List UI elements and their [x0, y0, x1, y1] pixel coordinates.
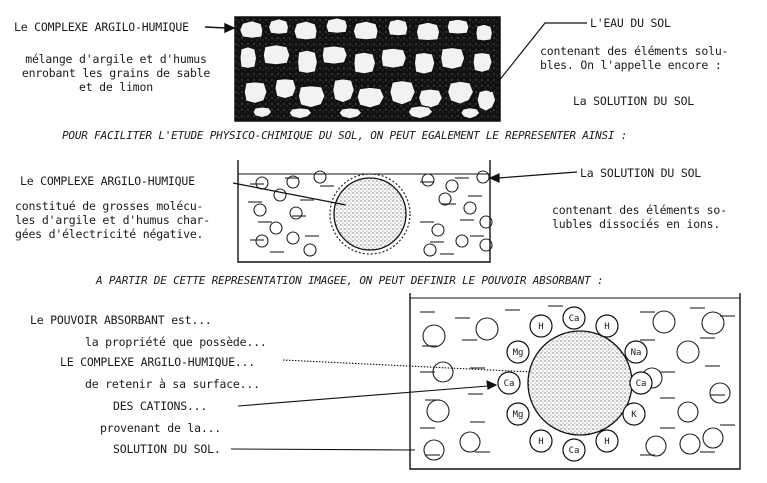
desc-solution-line1: contenant des éléments so- — [552, 203, 727, 217]
cation-mg: Mg — [506, 340, 530, 364]
svg-text:Mg: Mg — [513, 410, 524, 420]
cation-h: H — [595, 314, 619, 338]
svg-text:Na: Na — [631, 348, 642, 358]
soil-texture-image — [234, 16, 501, 122]
arrow-eau-to-soil — [489, 22, 587, 93]
arrow-solution-to-box — [488, 171, 578, 183]
def-line-2: la propriété que possède... — [85, 335, 267, 349]
svg-text:H: H — [538, 322, 543, 332]
arrow-complexe-to-circle — [232, 182, 347, 206]
def-line-7: SOLUTION DU SOL. — [113, 442, 221, 456]
desc-eau-line2: bles. On l'appelle encore : — [540, 58, 722, 72]
cation-ca: Ca — [497, 371, 521, 395]
def-line-1: Le POUVOIR ABSORBANT est... — [30, 313, 212, 327]
svg-text:Ca: Ca — [569, 446, 580, 456]
label-solution-du-sol-1: La SOLUTION DU SOL — [573, 94, 695, 108]
arrow-complexe-to-soil — [204, 22, 236, 34]
heading-pouvoir-absorbant: A PARTIR DE CETTE REPRESENTATION IMAGEE,… — [96, 274, 604, 287]
cation-na: Na — [624, 340, 648, 364]
cation-k: K — [622, 402, 646, 426]
cation-h: H — [529, 314, 553, 338]
svg-text:H: H — [604, 437, 609, 447]
svg-text:Ca: Ca — [569, 314, 580, 324]
cation-h: H — [595, 429, 619, 453]
desc-eau-line1: contenant des éléments solu- — [540, 44, 729, 58]
desc-complexe2-line1: constitué de grosses molécu- — [15, 199, 204, 213]
desc-complexe2-line2: les d'argile et d'humus char- — [15, 213, 210, 227]
heading-etude-physico-chimique: POUR FACILITER L'ETUDE PHYSICO-CHIMIQUE … — [62, 129, 628, 142]
cation-ca: Ca — [562, 306, 586, 330]
def-line-5: DES CATIONS... — [113, 399, 208, 413]
def-line-3: LE COMPLEXE ARGILO-HUMIQUE... — [60, 355, 255, 369]
label-complexe-argilo-humique-2: Le COMPLEXE ARGILO-HUMIQUE — [20, 174, 195, 188]
label-eau-du-sol: L'EAU DU SOL — [590, 16, 671, 30]
desc-complexe-line1: mélange d'argile et d'humus — [25, 52, 207, 66]
desc-complexe-line2: enrobant les grains de sable — [21, 66, 211, 80]
svg-text:H: H — [604, 322, 609, 332]
svg-text:K: K — [631, 410, 637, 420]
desc-complexe-line3: et de limon — [79, 80, 153, 94]
desc-solution-line2: lubles dissociés en ions. — [552, 217, 721, 231]
svg-text:Ca: Ca — [636, 379, 647, 389]
solution-box-diagram — [237, 160, 493, 263]
label-complexe-argilo-humique: Le COMPLEXE ARGILO-HUMIQUE — [14, 20, 189, 34]
cation-ca: Ca — [562, 438, 586, 462]
svg-text:Ca: Ca — [504, 379, 515, 389]
cation-ca: Ca — [629, 371, 653, 395]
def-line-4: de retenir à sa surface... — [85, 377, 260, 391]
def-line-6: provenant de la... — [100, 421, 222, 435]
svg-text:Mg: Mg — [513, 348, 524, 358]
svg-text:H: H — [538, 437, 543, 447]
cation-mg: Mg — [506, 402, 530, 426]
connector-lines-section3 — [230, 359, 533, 451]
label-solution-du-sol-2: La SOLUTION DU SOL — [580, 166, 702, 180]
desc-complexe2-line3: gées d'électricité négative. — [15, 227, 204, 241]
cation-h: H — [529, 429, 553, 453]
